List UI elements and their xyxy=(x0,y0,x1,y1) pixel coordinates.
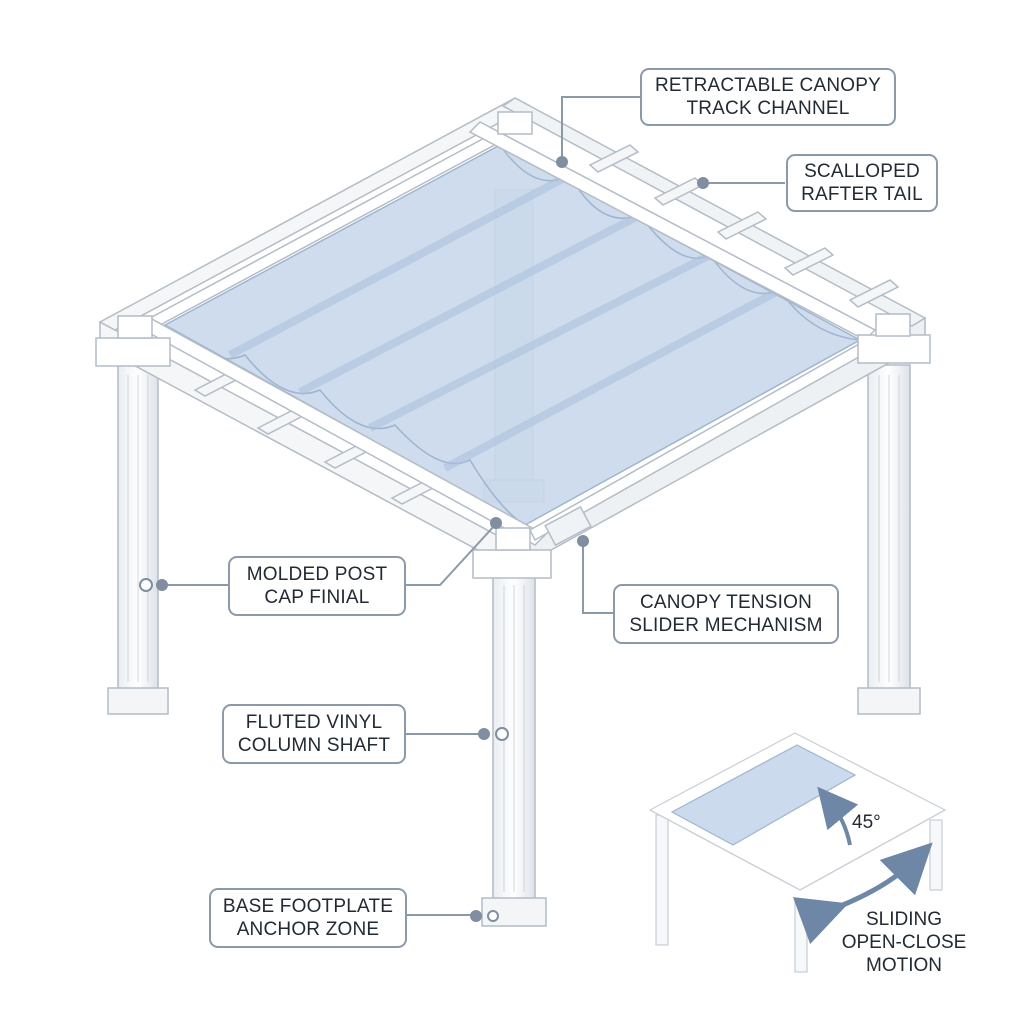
callout-track-channel: RETRACTABLE CANOPY TRACK CHANNEL xyxy=(640,68,896,126)
lower-beams xyxy=(98,97,927,572)
callout-base-footplate: BASE FOOTPLATE ANCHOR ZONE xyxy=(209,888,407,948)
callout-column-line-1: FLUTED VINYL xyxy=(245,712,383,733)
angle-arrow xyxy=(817,786,859,846)
motion-label: SLIDING OPEN-CLOSE MOTION xyxy=(826,908,982,977)
left-post xyxy=(107,364,169,715)
motion-line-1: SLIDING xyxy=(865,909,943,930)
motion-line-3: MOTION xyxy=(866,955,942,976)
callout-track-line-1: RETRACTABLE CANOPY xyxy=(654,75,881,96)
track-channels xyxy=(138,121,881,546)
front-post xyxy=(481,574,547,927)
callout-tension-line-1: CANOPY TENSION xyxy=(639,592,813,613)
callout-tension-slider: CANOPY TENSION SLIDER MECHANISM xyxy=(613,584,839,644)
callout-tension-line-2: SLIDER MECHANISM xyxy=(629,615,823,636)
right-post xyxy=(857,364,921,715)
back-rafter-tails xyxy=(588,144,900,308)
leader-hollow-dots xyxy=(139,578,509,922)
callout-column-shaft: FLUTED VINYL COLUMN SHAFT xyxy=(222,704,406,764)
slide-arrow xyxy=(792,842,933,945)
callout-track-line-2: TRACK CHANNEL xyxy=(686,98,850,119)
motion-line-2: OPEN-CLOSE xyxy=(841,932,967,953)
tension-slider-block xyxy=(544,505,592,547)
canopy xyxy=(163,144,862,526)
callout-postcap-line-1: MOLDED POST xyxy=(246,564,388,585)
callout-rafter-line-2: RAFTER TAIL xyxy=(801,184,923,205)
callout-column-line-2: COLUMN SHAFT xyxy=(237,735,391,756)
callout-postcap-line-2: CAP FINIAL xyxy=(264,587,370,608)
inset-pergola xyxy=(648,732,947,973)
callout-post-cap: MOLDED POST CAP FINIAL xyxy=(228,556,406,616)
angle-label: 45° xyxy=(852,812,881,833)
callout-base-line-2: ANCHOR ZONE xyxy=(236,919,380,940)
post-caps xyxy=(95,111,931,579)
leader-lines xyxy=(160,96,785,916)
callout-rafter-line-1: SCALLOPED xyxy=(804,161,920,182)
front-rafter-tails xyxy=(193,371,439,505)
callout-rafter-tail: SCALLOPED RAFTER TAIL xyxy=(786,154,938,212)
leader-dots xyxy=(156,156,709,922)
callout-base-line-1: BASE FOOTPLATE xyxy=(222,896,394,917)
